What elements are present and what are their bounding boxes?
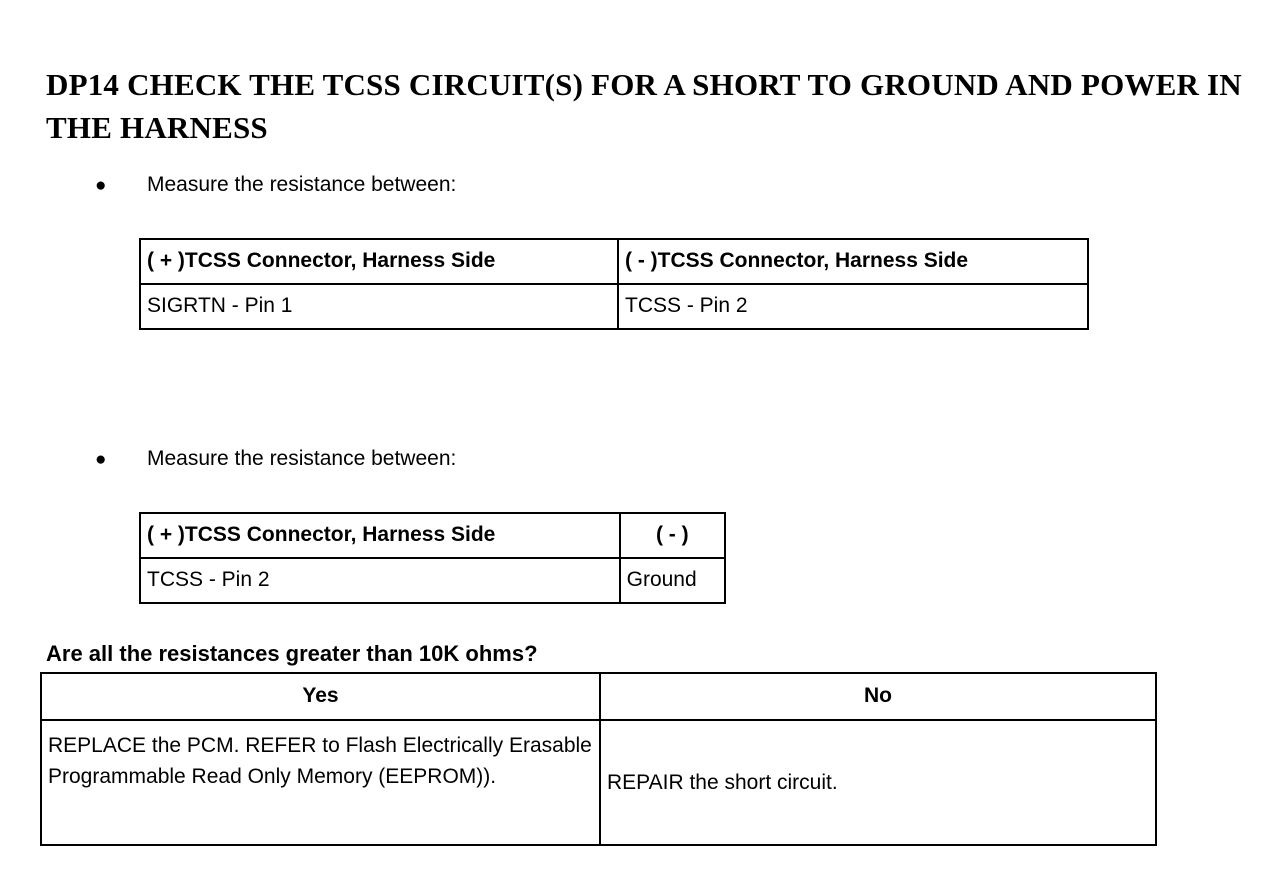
table-row: REPLACE the PCM. REFER to Flash Electric… <box>40 719 1157 846</box>
table-header-row: ( + )TCSS Connector, Harness Side ( - ) <box>139 512 727 559</box>
column-header-yes: Yes <box>40 672 601 721</box>
cell-negative-ground: Ground <box>618 557 727 604</box>
cell-positive-pin-2: TCSS - Pin 2 <box>139 557 621 604</box>
question-text: Are all the resistances greater than 10K… <box>46 641 538 666</box>
cell-positive-pin-1: SIGRTN - Pin 1 <box>139 283 619 330</box>
cell-negative-pin-1: TCSS - Pin 2 <box>617 283 1089 330</box>
bullet-label-measure-1: Measure the resistance between: <box>147 173 457 196</box>
table-row: TCSS - Pin 2 Ground <box>139 557 727 604</box>
table-decision: Yes No REPLACE the PCM. REFER to Flash E… <box>40 672 1157 846</box>
table-row: SIGRTN - Pin 1 TCSS - Pin 2 <box>139 283 1089 330</box>
column-header-no: No <box>599 672 1157 721</box>
bullet-item-measure-2: ● Measure the resistance between: <box>95 446 456 472</box>
column-header-positive-1: ( + )TCSS Connector, Harness Side <box>139 238 619 285</box>
table-header-row: Yes No <box>40 672 1157 721</box>
table-measure-2: ( + )TCSS Connector, Harness Side ( - ) … <box>139 512 727 604</box>
bullet-item-measure-1: ● Measure the resistance between: <box>95 172 456 198</box>
table-header-row: ( + )TCSS Connector, Harness Side ( - )T… <box>139 238 1089 285</box>
column-header-positive-2: ( + )TCSS Connector, Harness Side <box>139 512 621 559</box>
cell-action-no: REPAIR the short circuit. <box>599 719 1157 846</box>
bullet-label-measure-2: Measure the resistance between: <box>147 447 457 470</box>
column-header-negative-2: ( - ) <box>618 512 727 559</box>
bullet-point-icon: ● <box>95 449 107 470</box>
table-measure-1: ( + )TCSS Connector, Harness Side ( - )T… <box>139 238 1089 330</box>
column-header-negative-1: ( - )TCSS Connector, Harness Side <box>617 238 1089 285</box>
bullet-point-icon: ● <box>95 175 107 196</box>
page-title: DP14 CHECK THE TCSS CIRCUIT(S) FOR A SHO… <box>46 66 1250 145</box>
cell-action-yes: REPLACE the PCM. REFER to Flash Electric… <box>40 719 601 846</box>
